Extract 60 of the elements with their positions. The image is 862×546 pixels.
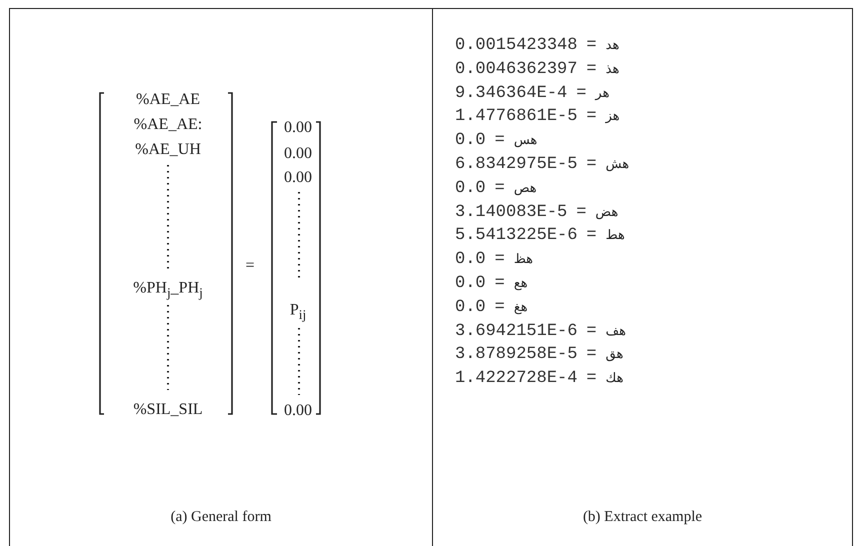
- equals-sign: =: [576, 202, 586, 222]
- equals-sign: =: [494, 250, 505, 270]
- equals-sign: =: [245, 258, 255, 274]
- value-text: 0.0: [455, 131, 486, 150]
- value-text: 1.4776861E-5: [455, 107, 578, 126]
- arabic-code: هش: [606, 157, 630, 172]
- value-text: 3.140083E-5: [455, 202, 568, 222]
- matrix-entry: 0.00: [284, 146, 312, 162]
- value-text: 0.0046362397: [455, 60, 578, 79]
- arabic-code: هذ: [606, 62, 620, 77]
- matrix-entry: %AE_AE:: [134, 117, 202, 133]
- equals-sign: =: [586, 107, 597, 126]
- matrix-entry: 0.00: [284, 170, 312, 186]
- value-text: 0.0: [455, 178, 486, 198]
- arabic-code: هف: [606, 324, 626, 339]
- matrix-entry: %PH$_{j}$_PH$_{j}$: [133, 280, 203, 300]
- panel-caption: (a) General form: [170, 509, 272, 526]
- arabic-code: هك: [606, 371, 624, 386]
- equals-sign: =: [494, 298, 505, 317]
- arabic-code: هر: [595, 86, 610, 101]
- equals-sign: =: [586, 155, 597, 174]
- equals-sign: =: [494, 274, 505, 293]
- equals-sign: =: [586, 60, 597, 79]
- panel: [9, 8, 433, 546]
- panel-caption: (b) Extract example: [582, 509, 704, 526]
- matrix-entry: %AE_UH: [135, 142, 201, 158]
- panel: [432, 8, 853, 546]
- value-text: 3.8789258E-5: [455, 345, 578, 364]
- matrix-entry: %AE_AE: [136, 92, 200, 108]
- arabic-code: هد: [606, 38, 620, 53]
- equals-sign: =: [586, 322, 597, 341]
- matrix-entry: %SIL_SIL: [133, 402, 203, 418]
- arabic-code: هض: [595, 204, 618, 220]
- arabic-code: هص: [514, 180, 537, 196]
- equals-sign: =: [494, 178, 505, 198]
- value-text: 0.0015423348: [455, 36, 578, 55]
- equals-sign: =: [586, 36, 597, 55]
- equals-sign: =: [586, 345, 597, 364]
- value-text: 3.6942151E-6: [455, 322, 578, 341]
- value-text: 1.4222728E-4: [455, 369, 578, 388]
- equals-sign: =: [576, 84, 586, 103]
- arabic-code: هس: [514, 133, 538, 148]
- arabic-code: هع: [514, 276, 528, 291]
- value-text: 5.5413225E-6: [455, 226, 578, 246]
- arabic-code: هط: [606, 228, 625, 244]
- equals-sign: =: [494, 131, 505, 150]
- arabic-code: هز: [606, 109, 620, 124]
- matrix-entry: P$_{ij}$: [290, 302, 306, 322]
- value-text: 0.0: [455, 298, 486, 317]
- value-text: 9.346364E-4: [455, 84, 568, 103]
- equals-sign: =: [586, 226, 597, 246]
- matrix-entry: 0.00: [284, 120, 312, 136]
- arabic-code: هظ: [514, 252, 534, 268]
- arabic-code: هغ: [514, 300, 528, 315]
- arabic-code: هق: [606, 347, 624, 362]
- equals-sign: =: [586, 369, 597, 388]
- value-text: 6.8342975E-5: [455, 155, 578, 174]
- value-text: 0.0: [455, 274, 486, 293]
- value-text: 0.0: [455, 250, 486, 270]
- matrix-entry: 0.00: [284, 403, 312, 419]
